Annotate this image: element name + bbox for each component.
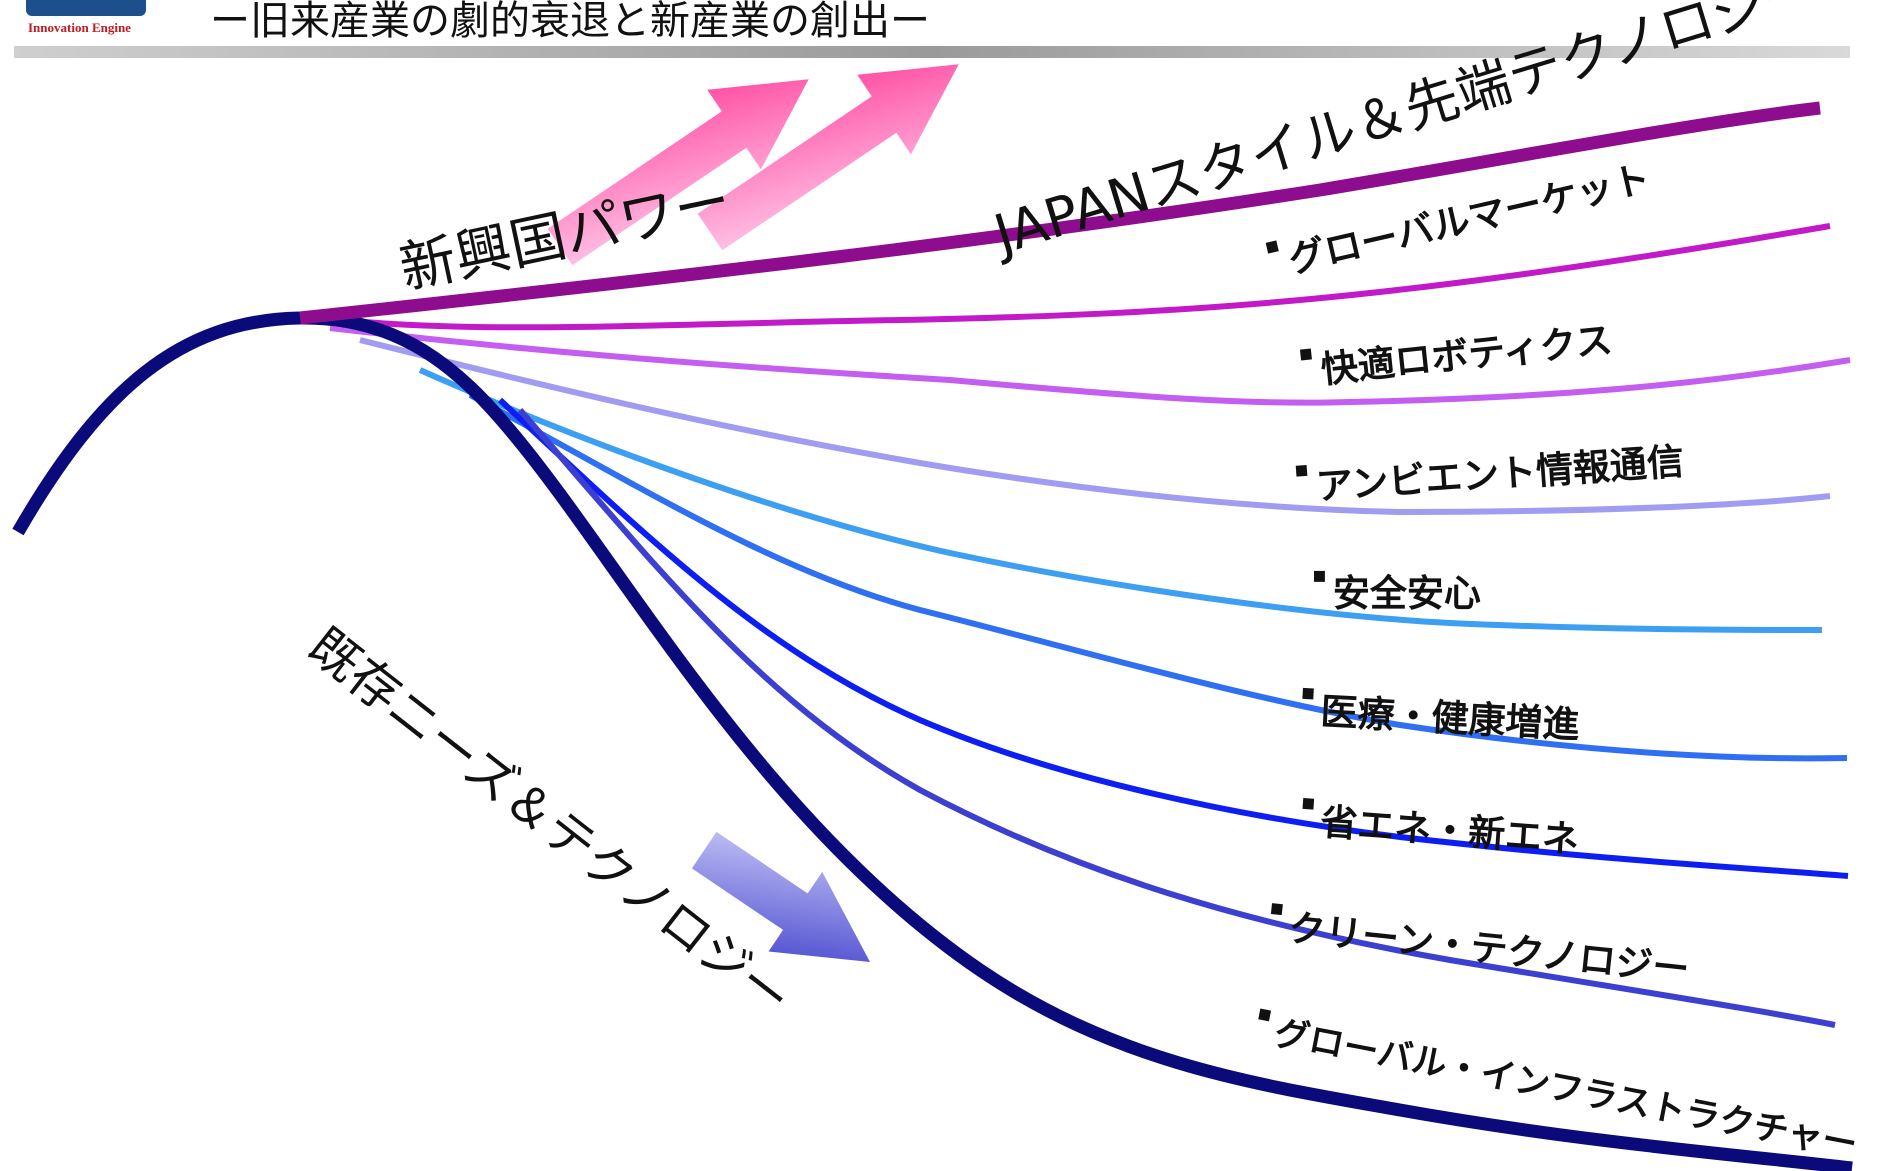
bullet-icon: ▪ [1255, 1000, 1275, 1028]
branch-item-4: ▪安全安心 [1312, 563, 1481, 617]
top-curve [299, 101, 1821, 325]
branch-item-label: 安全安心 [1332, 572, 1481, 615]
branch-line-1 [309, 223, 1831, 331]
branch-line-4 [418, 367, 1823, 633]
bullet-icon: ▪ [1300, 790, 1317, 817]
pink-arrow-2 [697, 64, 959, 251]
branch-line-3 [359, 337, 1831, 516]
header: Innovation Engine ー旧来産業の劇的衰退と新産業の創出ー [0, 0, 1890, 62]
logo-text: Innovation Engine [28, 20, 131, 35]
logo-mark [26, 0, 146, 16]
blue-arrow [691, 831, 870, 962]
bullet-icon: ▪ [1297, 340, 1315, 368]
bullet-icon: ▪ [1293, 457, 1310, 484]
branch-line-5 [468, 392, 1848, 762]
pink-arrow-1 [547, 79, 809, 266]
main-curve [12, 311, 1853, 1171]
bullet-icon: ▪ [1312, 563, 1327, 588]
branch-line-2 [329, 325, 1851, 406]
logo: Innovation Engine [14, 0, 168, 42]
branch-line-7 [517, 408, 1836, 1028]
page-subtitle: ー旧来産業の劇的衰退と新産業の創出ー [210, 0, 930, 44]
bullet-icon: ▪ [1300, 680, 1317, 706]
branch-line-6 [497, 397, 1849, 879]
header-rule [14, 46, 1850, 58]
bullet-icon: ▪ [1268, 895, 1286, 922]
